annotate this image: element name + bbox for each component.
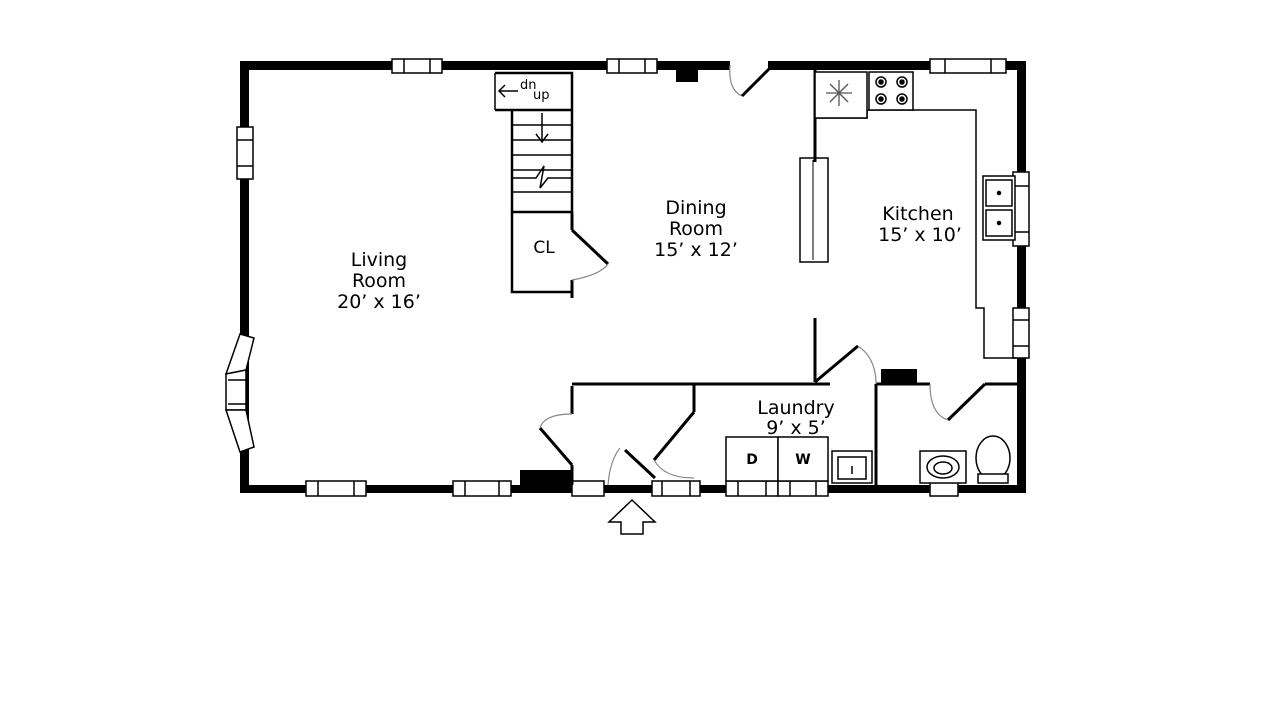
stairs-up-label: up [533, 88, 550, 103]
stove [868, 71, 914, 111]
stairs-arrow-icon [497, 84, 549, 144]
entry-arrow-icon [607, 498, 657, 535]
refrigerator [814, 71, 868, 119]
kitchen-label: Kitchen [882, 203, 953, 225]
living-room-label: Living [351, 249, 408, 271]
toilet-icon [975, 435, 1011, 484]
bay-window [224, 333, 255, 453]
laundry-label: Laundry [757, 397, 834, 419]
sink-icon [919, 450, 967, 484]
dryer-label: D [746, 452, 758, 468]
washer-label: W [795, 452, 810, 468]
dining-room-label: Dining [665, 197, 726, 219]
stove-burner-icon [875, 76, 908, 105]
stairs-down-label: dn [520, 78, 537, 93]
closet-label: CL [533, 238, 555, 258]
living-room-label-line2: Room [352, 270, 406, 292]
bathroom-fixtures [919, 435, 1011, 484]
exterior-windows [236, 58, 1030, 497]
dining-room-dims: 15’ x 12’ [654, 239, 738, 261]
dining-room-label-line2: Room [669, 218, 723, 240]
kitchen-sink [982, 175, 1016, 241]
living-room-dims: 20’ x 16’ [337, 291, 421, 313]
washer [777, 436, 829, 482]
laundry-dims: 9’ x 5’ [766, 417, 826, 439]
snowflake-icon [826, 80, 852, 106]
interior-walls [494, 70, 1017, 485]
kitchen-dims: 15’ x 10’ [878, 224, 962, 246]
door-swings [539, 64, 949, 486]
laundry-appliances [725, 436, 873, 484]
